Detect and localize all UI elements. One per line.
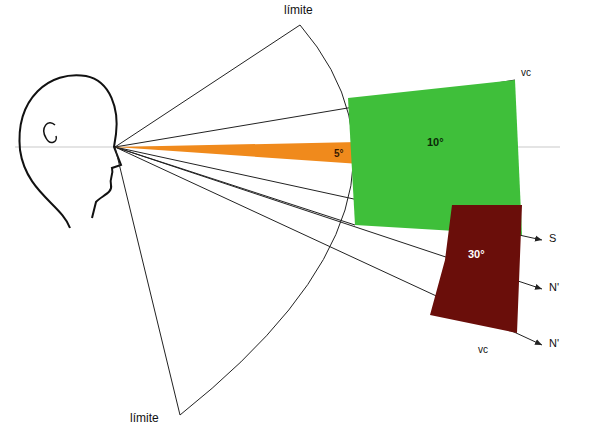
n-label: N' — [549, 282, 559, 293]
central-field-region: 30° — [428, 203, 525, 340]
region-shape — [428, 203, 525, 340]
head-profile — [20, 75, 121, 228]
region-fill — [430, 205, 522, 333]
vc-label: vc — [521, 68, 531, 78]
angle-label: 30° — [468, 249, 485, 260]
s-label: S — [549, 233, 556, 244]
limit-line — [115, 25, 300, 147]
n-label: N' — [549, 338, 559, 349]
vc-label: vc — [478, 345, 488, 355]
foveal-wedge: 5° — [112, 140, 360, 168]
limit-label: límite — [284, 4, 313, 16]
region-shape — [112, 140, 360, 168]
region-fill — [115, 142, 360, 164]
angle-label: 10° — [427, 137, 444, 148]
limit-arc — [180, 25, 354, 415]
limit-line — [115, 147, 180, 415]
ear — [44, 123, 56, 143]
angle-label: 5° — [334, 149, 344, 159]
limit-label: límite — [130, 412, 159, 424]
